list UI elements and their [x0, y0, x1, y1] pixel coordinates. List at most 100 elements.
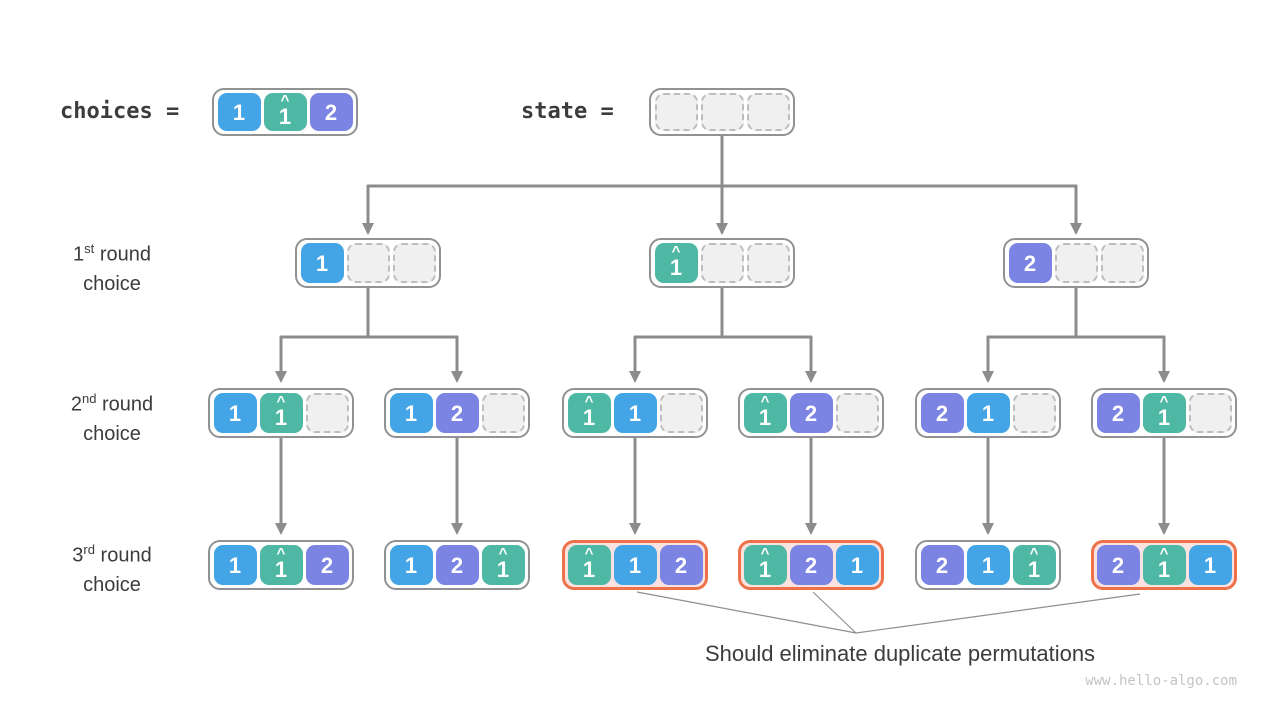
hat-mark: ^	[498, 545, 508, 562]
hat-mark: ^	[1029, 545, 1039, 562]
cell-2: 2	[1096, 545, 1140, 585]
cell-digit: 1	[669, 255, 683, 280]
cell-2: 2	[1008, 243, 1052, 283]
hat-mark: ^	[584, 393, 594, 410]
round-3-label-line2: choice	[83, 573, 141, 596]
cell-2: 2	[789, 545, 833, 585]
cell-1: 1	[213, 545, 257, 585]
cell-digit: 2	[1023, 250, 1037, 276]
cell-1: 1	[966, 545, 1010, 585]
empty-cell	[700, 243, 744, 283]
cell-digit: 1	[758, 557, 772, 582]
cell-digit: 2	[674, 552, 688, 578]
state-node: 2 ^1	[1091, 388, 1237, 438]
empty-cell	[835, 393, 879, 433]
round-1-label-line2: choice	[83, 272, 141, 295]
empty-cell	[659, 393, 703, 433]
cell-digit: 1	[404, 552, 418, 578]
empty-cell	[305, 393, 349, 433]
cell-2: 2	[1096, 393, 1140, 433]
duplicate-callout-lines	[636, 591, 1141, 634]
cell-digit: 2	[450, 552, 464, 578]
empty-cell	[1054, 243, 1098, 283]
cell-1-hat: ^1	[654, 243, 698, 283]
state-box	[649, 88, 795, 136]
cell-digit: 1	[981, 400, 995, 426]
empty-cell	[1188, 393, 1232, 433]
watermark-text: www.hello-algo.com	[1085, 673, 1237, 689]
cell-digit: 1	[228, 400, 242, 426]
hat-mark: ^	[1159, 545, 1169, 562]
empty-cell	[1100, 243, 1144, 283]
cell-1: 1	[835, 545, 879, 585]
cell-digit: 2	[935, 400, 949, 426]
round-1-label-line1: 1st round	[73, 241, 151, 266]
cell-digit: 2	[1111, 400, 1125, 426]
cell-2: 2	[309, 93, 353, 131]
cell-1: 1	[1188, 545, 1232, 585]
cell-1: 1	[613, 393, 657, 433]
empty-cell	[700, 93, 744, 131]
state-node: 1^1	[208, 388, 354, 438]
state-node: 1	[295, 238, 441, 288]
empty-cell	[746, 93, 790, 131]
cell-1: 1	[389, 545, 433, 585]
hat-mark: ^	[760, 393, 770, 410]
empty-cell	[746, 243, 790, 283]
cell-1-hat: ^1	[1142, 545, 1186, 585]
cell-digit: 1	[628, 400, 642, 426]
cell-1-hat: ^1	[259, 545, 303, 585]
hat-mark: ^	[276, 545, 286, 562]
cell-digit: 1	[582, 405, 596, 430]
empty-cell	[346, 243, 390, 283]
state-node: ^1	[649, 238, 795, 288]
hat-mark: ^	[584, 545, 594, 562]
cell-digit: 2	[804, 400, 818, 426]
round-2-label-line2: choice	[83, 422, 141, 445]
round-3-label: 3rd round choice	[32, 535, 192, 600]
cell-1-hat: ^1	[1142, 393, 1186, 433]
state-node: 1 ^1 2	[208, 540, 354, 590]
cell-digit: 1	[228, 552, 242, 578]
round-3-label-line1: 3rd round	[72, 542, 152, 567]
cell-1-hat: ^1	[481, 545, 525, 585]
empty-cell	[1012, 393, 1056, 433]
cell-digit: 2	[1111, 552, 1125, 578]
cell-digit: 1	[850, 552, 864, 578]
cell-1: 1	[300, 243, 344, 283]
cell-1-hat: ^1	[263, 93, 307, 131]
empty-cell	[481, 393, 525, 433]
cell-digit: 1	[232, 99, 246, 125]
cell-1: 1	[213, 393, 257, 433]
round-2-label: 2nd round choice	[32, 384, 192, 449]
cell-2: 2	[920, 545, 964, 585]
hat-mark: ^	[1159, 393, 1169, 410]
cell-1-hat: ^1	[567, 545, 611, 585]
cell-digit: 1	[496, 557, 510, 582]
round-1-label: 1st round choice	[32, 234, 192, 299]
hat-mark: ^	[276, 393, 286, 410]
cell-digit: 1	[1157, 557, 1171, 582]
cell-1-hat: ^1	[743, 393, 787, 433]
cell-digit: 1	[1027, 557, 1041, 582]
hat-mark: ^	[671, 243, 681, 260]
cell-digit: 2	[320, 552, 334, 578]
cell-digit: 1	[278, 104, 292, 129]
cell-2: 2	[920, 393, 964, 433]
cell-digit: 1	[1157, 405, 1171, 430]
cell-digit: 1	[582, 557, 596, 582]
choices-label: choices =	[60, 99, 180, 124]
cell-digit: 1	[315, 250, 329, 276]
cell-digit: 2	[935, 552, 949, 578]
cell-1-hat: ^1	[567, 393, 611, 433]
